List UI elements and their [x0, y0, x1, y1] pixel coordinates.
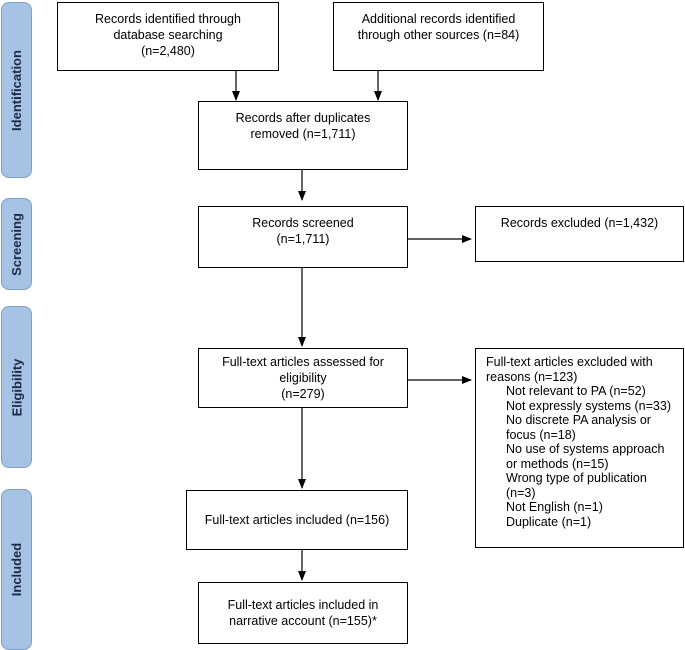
- exclusion-reason: Not English (n=1): [506, 500, 603, 514]
- exclusion-reason: Wrong type of publication (n=3): [506, 471, 647, 500]
- exclusion-reason: No discrete PA analysis or focus (n=18): [506, 413, 651, 442]
- fulltext-excluded-heading: Full-text articles excluded with reasons…: [486, 355, 653, 384]
- records-screened-text: Records screened (n=1,711): [252, 216, 354, 246]
- articles-included-text: Full-text articles included (n=156): [204, 513, 390, 527]
- phase-screening: Screening: [1, 198, 32, 290]
- box-records-excluded: Records excluded (n=1,432): [475, 206, 684, 262]
- box-fulltext-excluded: Full-text articles excluded with reasons…: [475, 348, 684, 548]
- exclusion-reason: Duplicate (n=1): [506, 514, 592, 529]
- box-after-duplicates: Records after duplicates removed (n=1,71…: [198, 101, 408, 170]
- narrative-account-text: Full-text articles included in narrative…: [227, 598, 379, 628]
- database-records-text: Records identified through database sear…: [95, 12, 241, 58]
- box-records-screened: Records screened (n=1,711): [198, 206, 408, 268]
- box-assessed-eligibility: Full-text articles assessed for eligibil…: [198, 348, 408, 408]
- assessed-eligibility-text: Full-text articles assessed for eligibil…: [222, 355, 384, 401]
- phase-identification: Identification: [1, 2, 32, 178]
- exclusion-reason: Not expressly systems (n=33): [506, 398, 671, 413]
- phase-included: Included: [1, 489, 32, 650]
- exclusion-reasons-list: Not relevant to PA (n=52) Not expressly …: [486, 384, 673, 529]
- records-excluded-text: Records excluded (n=1,432): [500, 216, 659, 230]
- phase-eligibility: Eligibility: [1, 306, 32, 468]
- other-sources-text: Additional records identified through ot…: [357, 12, 520, 42]
- exclusion-reason: No use of systems approach or methods (n…: [506, 442, 665, 471]
- box-articles-included: Full-text articles included (n=156): [186, 490, 408, 550]
- box-narrative-account: Full-text articles included in narrative…: [198, 582, 408, 644]
- box-other-sources: Additional records identified through ot…: [333, 2, 544, 71]
- exclusion-reason: Not relevant to PA (n=52): [506, 384, 646, 398]
- box-database-records: Records identified through database sear…: [57, 2, 279, 71]
- after-duplicates-text: Records after duplicates removed (n=1,71…: [235, 111, 371, 141]
